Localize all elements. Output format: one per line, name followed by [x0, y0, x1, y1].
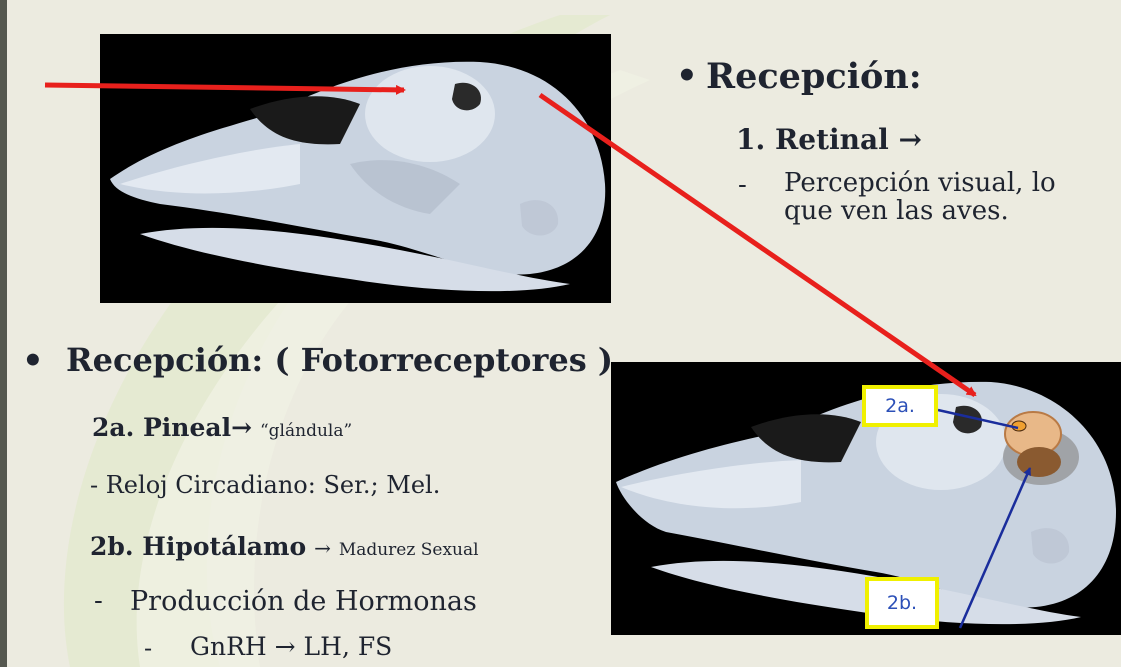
pineal-arrow: →: [231, 413, 252, 442]
heading-recepcion-top: Recepción:: [706, 56, 922, 97]
hipotalamo-title: 2b. Hipotálamo: [90, 532, 306, 561]
pineal-line: 2a. Pineal→ “glándula”: [92, 413, 352, 442]
label-2a: 2a.: [862, 385, 938, 427]
left-edge-bar: [0, 0, 7, 667]
desc-line1: Percepción visual, lo: [784, 168, 1056, 198]
pineal-title: 2a. Pineal: [92, 413, 231, 442]
produccion-hormonas: Producción de Hormonas: [130, 586, 477, 617]
label-2a-text: 2a.: [885, 395, 915, 417]
reloj-circadiano: - Reloj Circadiano: Ser.; Mel.: [90, 471, 440, 499]
desc-line2: que ven las aves.: [784, 196, 1009, 226]
bullet-top: •: [676, 56, 698, 96]
dash-retinal: -: [738, 170, 747, 200]
label-2b-text: 2b.: [887, 592, 917, 614]
skull-photo-top: [100, 34, 611, 303]
madurez-sexual: Madurez Sexual: [339, 540, 479, 560]
hipotalamo-line: 2b. Hipotálamo → Madurez Sexual: [90, 532, 479, 561]
gnrh-line: GnRH → LH, FS: [190, 632, 392, 661]
item-retinal: 1. Retinal →: [736, 123, 922, 156]
hipotalamo-arrow: →: [314, 536, 331, 560]
label-2b: 2b.: [865, 577, 939, 629]
dash-gnrh: -: [144, 634, 152, 662]
dash-produccion: -: [94, 586, 103, 616]
bullet-bottom: •: [22, 341, 44, 381]
pineal-glandula: “glándula”: [260, 421, 352, 441]
heading-recepcion-fotorreceptores: Recepción: ( Fotorreceptores ): [66, 341, 613, 379]
